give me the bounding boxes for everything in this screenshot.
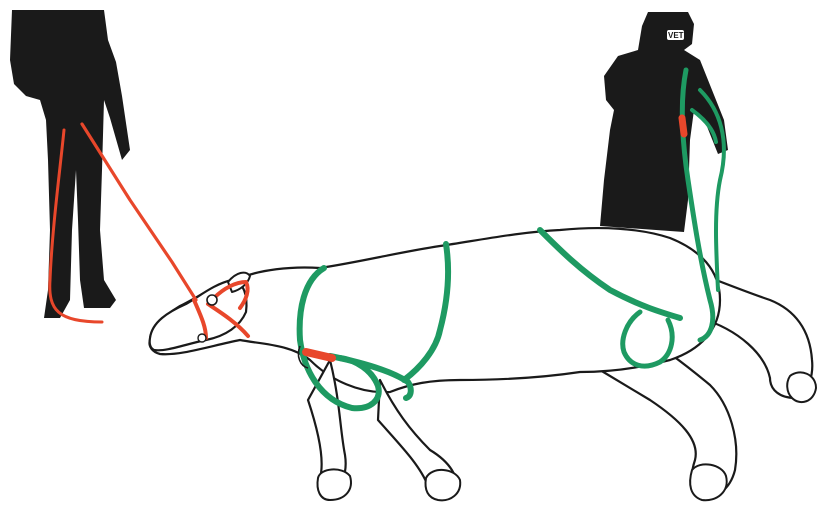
harness-red-marker-strap [682, 118, 684, 134]
vet-cap-badge: VET [667, 30, 684, 40]
horse-hoof-right [690, 464, 727, 500]
svg-text:VET: VET [668, 31, 684, 40]
vet-silhouette: VET [600, 12, 728, 232]
left-handler-silhouette [10, 10, 130, 318]
halter-ring-2 [198, 334, 206, 342]
halter-ring [207, 295, 217, 305]
horse-hoof-middle [426, 470, 461, 500]
horse-hoof-far-right [787, 372, 816, 402]
horse-hoof-left [318, 469, 351, 500]
